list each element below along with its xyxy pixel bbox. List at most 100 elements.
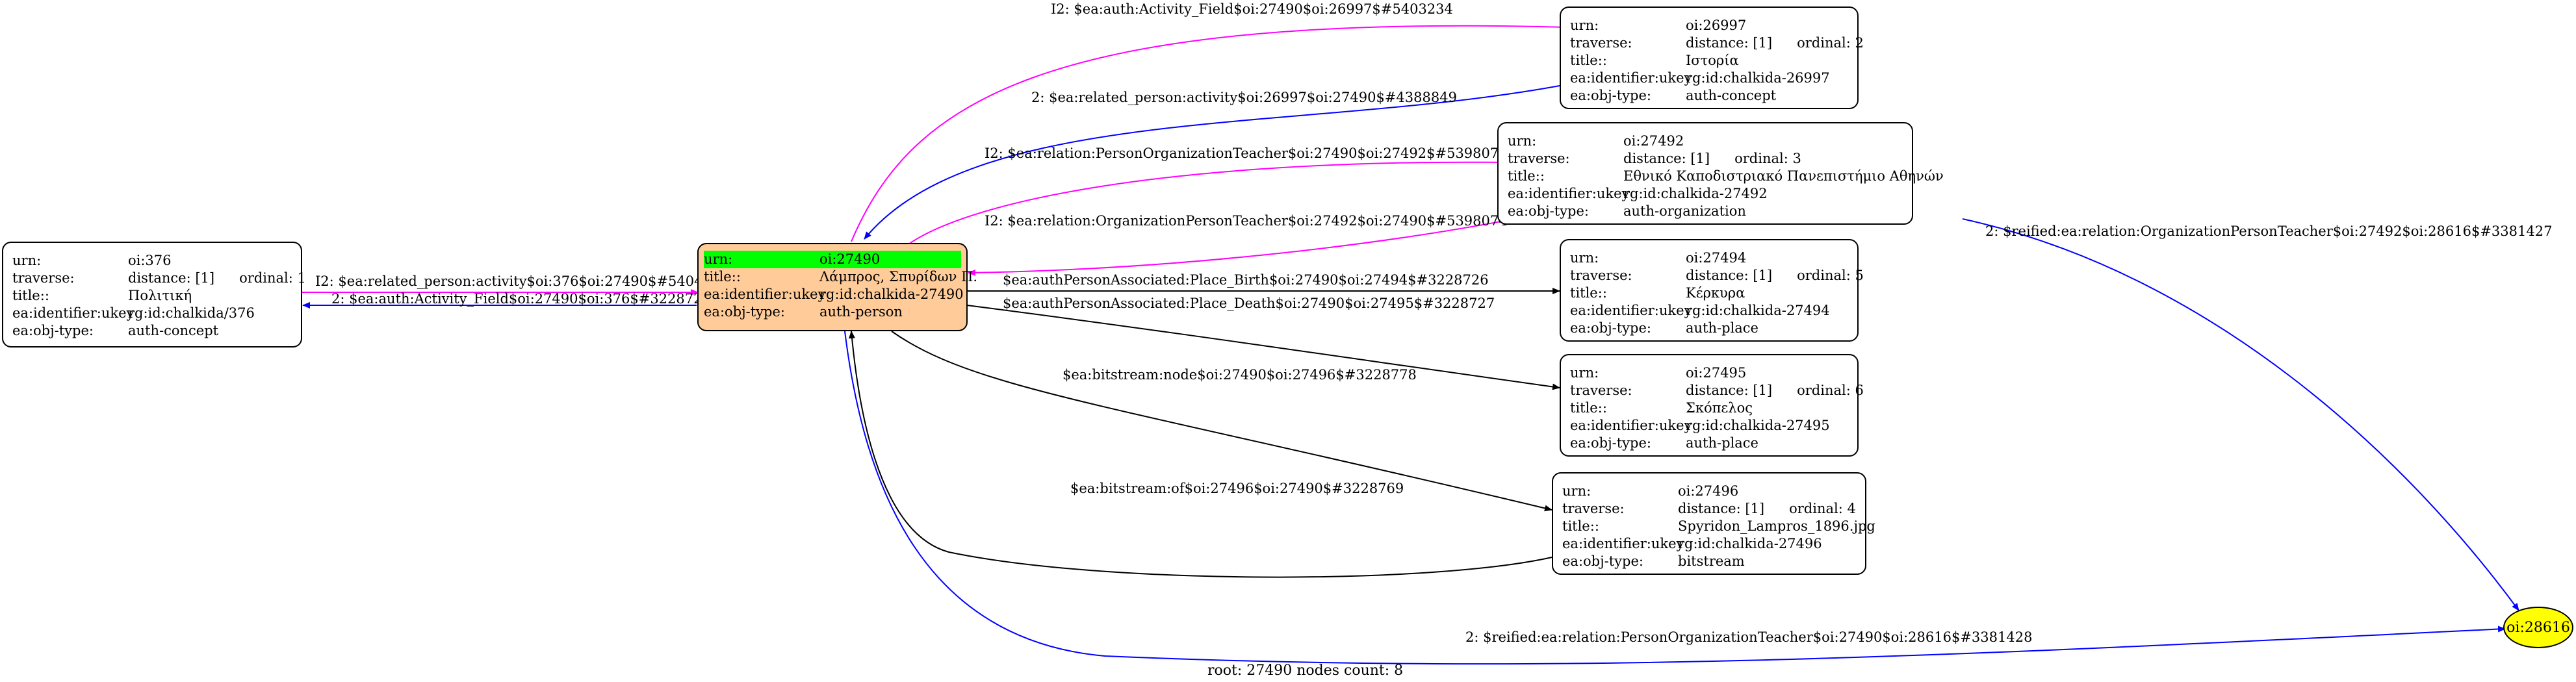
edge-e6-label: 2: $ea:auth:Activity_Field$oi:27490$oi:3… [331,291,711,307]
field-objtype: ea:obj-type: auth-concept [1570,87,1848,105]
field-key: ea:obj-type: [1570,320,1651,336]
field-traverse: traverse: distance: [1] ordinal: 5 [1570,267,1864,284]
edge-e2-label: 2: $ea:related_person:activity$oi:26997$… [1031,90,1457,105]
field-key: ea:identifier:ukey [12,305,135,321]
node-oi-27490-root[interactable]: urn:oi:27490 title::Λάμπρος, Σπυρίδων Π.… [697,243,977,331]
edge-e10-label: $ea:bitstream:of$oi:27496$oi:27490$#3228… [1070,481,1404,496]
field-objtype: ea:obj-type:bitstream [1562,553,1856,570]
edge-e11-label: 2: $reified:ea:relation:OrganizationPers… [1985,223,2552,239]
field-key: title:: [12,288,49,303]
field-value: auth-concept [1686,88,1777,103]
field-objtype: ea:obj-type:auth-place [1570,320,1848,337]
field-value: rg:id:chalkida-27490 [819,286,964,302]
field-value: Ιστορία [1686,53,1739,68]
field-key: traverse: [1570,383,1632,398]
field-key: title:: [704,269,741,284]
field-value: oi:27494 [1686,250,1747,266]
field-key: ea:identifier:ukey [1570,70,1692,86]
field-key: ea:identifier:ukey [1570,303,1692,318]
edge-e8-line [966,305,1560,390]
field-ordinal: ordinal: 6 [1797,383,1864,398]
node-oi-376[interactable]: urn:oi:376 traverse:distance: [1]ordinal… [2,242,306,347]
node-oi-27492[interactable]: urn: oi:27492 traverse: distance: [1] ordin… [1497,122,1944,225]
field-value: distance: [1] [1623,151,1710,166]
field-value: Πολιτική [128,288,192,303]
field-value: distance: [1] [1678,501,1765,516]
field-key: title:: [1570,285,1607,301]
node-oi-27495[interactable]: urn:oi:27495 traverse: distance: [1] ordin… [1560,354,1864,457]
field-title: title::Spyridon_Lampros_1896.jpg [1562,518,1875,535]
node-oi-28616-reified[interactable]: oi:28616 [2503,607,2573,648]
field-key: ea:obj-type: [1570,435,1651,451]
edge-e5-label: I2: $ea:related_person:activity$oi:376$o… [315,273,729,289]
field-value: oi:27490 [819,251,961,268]
field-value: oi:27495 [1686,365,1747,381]
field-key: title:: [1562,518,1599,534]
field-value: Κέρκυρα [1686,285,1745,301]
edge-e9-label: $ea:bitstream:node$oi:27490$oi:27496$#32… [1063,367,1417,383]
field-key: ea:obj-type: [1562,553,1643,569]
node-oi-26997[interactable]: urn:oi:26997 traverse:distance: [1]ordin… [1560,6,1864,109]
field-ordinal: ordinal: 2 [1797,35,1864,51]
edge-e4-label: I2: $ea:relation:OrganizationPersonTeach… [985,213,1508,229]
field-key: urn: [1562,483,1591,499]
edge-e3-label: I2: $ea:relation:PersonOrganizationTeach… [985,145,1508,161]
graph-summary-footer: root: 27490 nodes count: 8 [1207,663,1404,679]
field-title: title::Εθνικό Καποδιστριακό Πανεπιστήμιο… [1508,168,1944,185]
field-ordinal: ordinal: 4 [1789,501,1856,516]
field-traverse: traverse:distance: [1]ordinal: 1 [12,270,306,287]
field-key: traverse: [1562,501,1625,516]
node-oi-27494[interactable]: urn: oi:27494 traverse: distance: [1] ordin… [1560,239,1864,342]
field-value: Εθνικό Καποδιστριακό Πανεπιστήμιο Αθηνών [1623,168,1944,184]
field-value: distance: [1] [1686,268,1773,283]
field-key: traverse: [12,270,75,286]
field-value: rg:id:chalkida-27495 [1686,418,1830,433]
edge-e9-line [891,331,1552,512]
field-key: title:: [1570,53,1607,68]
field-traverse: traverse: distance: [1] ordinal: 4 [1562,500,1856,518]
field-value: distance: [1] [128,270,215,286]
field-urn: urn: oi:27492 [1508,133,1903,150]
field-urn: urn: oi:27494 [1570,249,1848,267]
edge-e4-line [968,220,1505,276]
field-value: auth-person [819,304,903,320]
field-urn: urn:oi:26997 [1570,17,1848,34]
field-key: traverse: [1508,151,1570,166]
field-key: ea:identifier:ukey [1508,186,1630,201]
field-value: distance: [1] [1686,383,1773,398]
field-key: ea:obj-type: [704,304,785,320]
field-value: auth-place [1686,435,1758,451]
field-value: Λάμπρος, Σπυρίδων Π. [819,269,978,284]
field-key: urn: [1508,133,1537,149]
edge-e11-line [1962,218,2519,611]
field-urn: urn:oi:27495 [1570,364,1848,382]
node-oi-27496[interactable]: urn:oi:27496 traverse: distance: [1] ordin… [1552,472,1875,575]
edge-e12-label: 2: $reified:ea:relation:PersonOrganizati… [1465,629,2032,645]
reified-node-label: oi:28616 [2506,619,2570,636]
field-urn: urn:oi:27496 [1562,483,1856,500]
field-value: rg:id:chalkida-27496 [1678,536,1822,551]
field-key: ea:obj-type: [12,323,94,338]
field-key: urn: [1570,250,1599,266]
field-value: oi:27492 [1623,133,1684,149]
field-traverse: traverse: distance: [1] ordinal: 3 [1508,150,1903,168]
field-key: traverse: [1570,268,1632,283]
field-title: title::Κέρκυρα [1570,284,1848,302]
field-key: ea:obj-type: [1570,88,1651,103]
field-objtype: ea:obj-type:auth-organization [1508,203,1903,220]
field-ordinal: ordinal: 5 [1797,268,1864,283]
field-key: urn: [12,253,42,268]
field-urn: urn:oi:27490 [704,251,961,268]
edge-e7-label: $ea:authPersonAssociated:Place_Birth$oi:… [1003,272,1489,288]
field-objtype: ea:obj-type:auth-concept [12,322,292,340]
edge-e1-label: I2: $ea:auth:Activity_Field$oi:27490$oi:… [1051,1,1453,17]
field-ordinal: ordinal: 3 [1734,151,1801,166]
edge-e12-line [844,331,2506,665]
